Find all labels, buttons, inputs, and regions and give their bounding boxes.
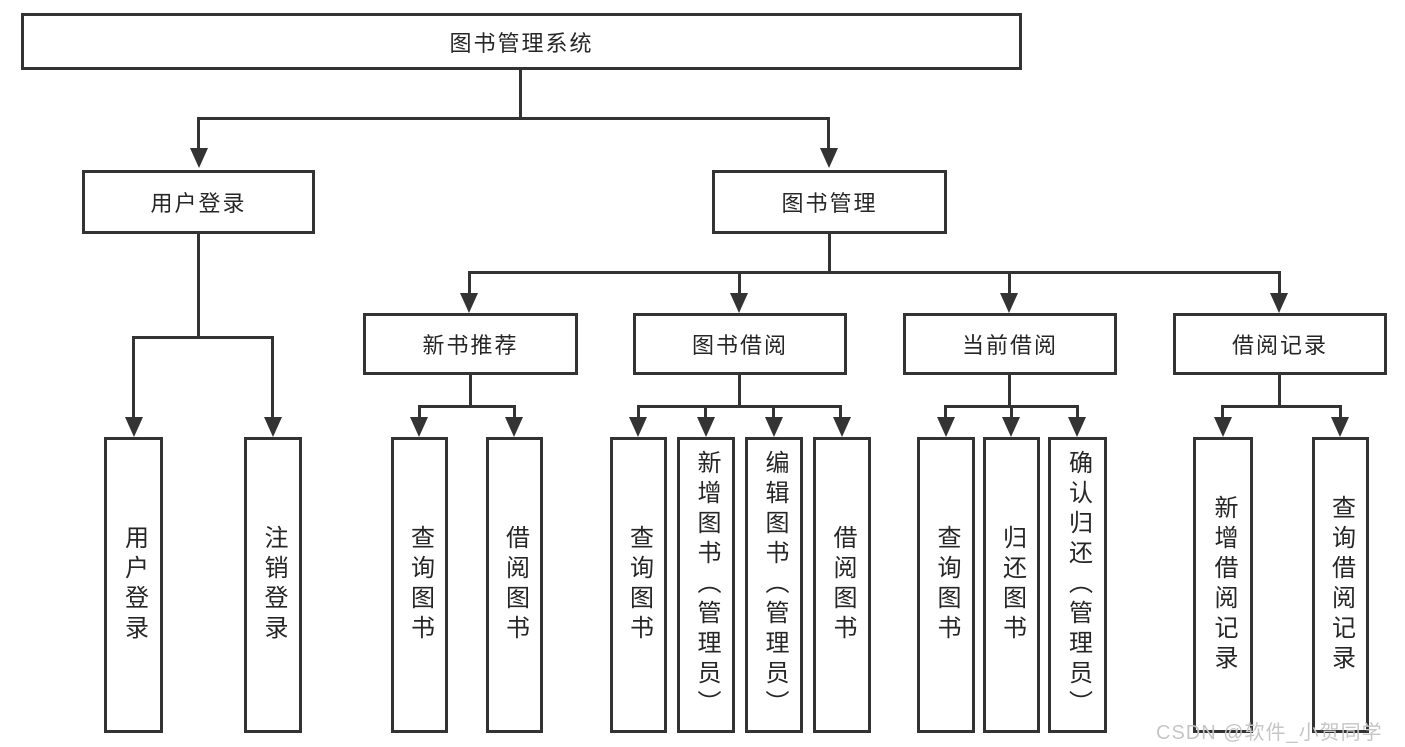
leaf-label: 查询图书 — [625, 525, 653, 645]
leaf-label: 新增图书（管理员） — [693, 450, 720, 720]
connector-line — [197, 117, 200, 148]
node-new-book-recommendation: 新书推荐 — [363, 313, 578, 375]
node-book-management: 图书管理 — [712, 170, 947, 234]
connector-line — [637, 405, 640, 417]
connector-line — [418, 405, 516, 408]
arrow-down-icon — [1270, 293, 1288, 313]
arrow-down-icon — [820, 148, 838, 168]
leaf-label: 归还图书 — [998, 525, 1026, 645]
leaf-label: 新增借阅记录 — [1210, 495, 1237, 675]
leaf-label: 借阅图书 — [829, 525, 856, 645]
connector-line — [1278, 375, 1281, 405]
arrow-down-icon — [460, 293, 478, 313]
node-label: 用户登录 — [150, 191, 247, 216]
leaf-query-books-current: 查询图书 — [917, 437, 975, 733]
arrow-down-icon — [1000, 293, 1018, 313]
connector-line — [132, 336, 274, 339]
arrow-down-icon — [1068, 417, 1086, 437]
leaf-label: 查询借阅记录 — [1327, 495, 1355, 675]
arrow-down-icon — [833, 417, 851, 437]
connector-line — [271, 336, 274, 417]
connector-line — [1278, 271, 1281, 293]
connector-line — [772, 405, 775, 417]
connector-line — [1008, 375, 1011, 405]
connector-line — [418, 405, 421, 417]
leaf-add-books-admin: 新增图书（管理员） — [677, 437, 735, 733]
arrow-down-icon — [1331, 417, 1349, 437]
node-user-login: 用户登录 — [82, 170, 315, 234]
connector-line — [519, 70, 522, 117]
leaf-add-borrow-record: 新增借阅记录 — [1193, 437, 1253, 733]
arrow-down-icon — [1214, 417, 1232, 437]
arrow-down-icon — [125, 417, 143, 437]
arrow-down-icon — [1002, 417, 1020, 437]
connector-line — [197, 117, 830, 120]
connector-line — [468, 271, 471, 293]
connector-line — [513, 405, 516, 417]
leaf-label: 查询图书 — [933, 525, 960, 645]
node-current-borrowing: 当前借阅 — [903, 313, 1117, 375]
leaf-label: 借阅图书 — [501, 525, 529, 645]
leaf-user-login: 用户登录 — [104, 437, 163, 733]
leaf-label: 注销登录 — [260, 525, 287, 645]
arrow-down-icon — [765, 417, 783, 437]
connector-line — [738, 271, 741, 293]
arrow-down-icon — [410, 417, 428, 437]
connector-line — [738, 375, 741, 405]
leaf-label: 确认归还（管理员） — [1064, 450, 1092, 720]
arrow-down-icon — [937, 417, 955, 437]
connector-line — [1008, 271, 1011, 293]
connector-line — [1010, 405, 1013, 417]
leaf-query-borrow-record: 查询借阅记录 — [1312, 437, 1369, 733]
connector-line — [827, 117, 830, 148]
leaf-confirm-return-admin: 确认归还（管理员） — [1048, 437, 1107, 733]
connector-line — [839, 405, 842, 417]
connector-line — [1339, 405, 1342, 417]
connector-line — [944, 405, 947, 417]
connector-line — [132, 336, 135, 417]
leaf-query-books-recommend: 查询图书 — [391, 437, 448, 733]
node-label: 借阅记录 — [1231, 333, 1328, 358]
leaf-borrow-books: 借阅图书 — [813, 437, 871, 733]
node-label: 图书借阅 — [691, 333, 788, 358]
connector-line — [468, 271, 1281, 274]
leaf-label: 编辑图书（管理员） — [761, 450, 788, 720]
connector-line — [704, 405, 707, 417]
arrow-down-icon — [730, 293, 748, 313]
arrow-down-icon — [190, 148, 208, 168]
connector-line — [637, 405, 842, 408]
leaf-label: 查询图书 — [406, 525, 434, 645]
leaf-edit-books-admin: 编辑图书（管理员） — [745, 437, 803, 733]
connector-line — [1221, 405, 1341, 408]
node-label: 当前借阅 — [961, 333, 1058, 358]
leaf-logout: 注销登录 — [244, 437, 302, 733]
connector-line — [1076, 405, 1079, 417]
watermark: CSDN @软件_小贺同学 — [1156, 722, 1383, 744]
arrow-down-icon — [697, 417, 715, 437]
connector-line — [197, 234, 200, 336]
node-borrowing-records: 借阅记录 — [1173, 313, 1387, 375]
node-label: 新书推荐 — [422, 333, 519, 358]
leaf-query-books-borrow: 查询图书 — [610, 437, 667, 733]
arrow-down-icon — [264, 417, 282, 437]
node-label: 图书管理 — [781, 191, 878, 216]
node-book-borrowing: 图书借阅 — [633, 313, 847, 375]
connector-line — [828, 234, 831, 271]
arrow-down-icon — [505, 417, 523, 437]
arrow-down-icon — [629, 417, 647, 437]
connector-line — [1221, 405, 1224, 417]
node-library-management-system: 图书管理系统 — [21, 13, 1022, 70]
leaf-borrow-books-recommend: 借阅图书 — [486, 437, 543, 733]
connector-line — [469, 375, 472, 405]
node-label: 图书管理系统 — [449, 30, 594, 56]
leaf-label: 用户登录 — [120, 525, 148, 645]
leaf-return-books: 归还图书 — [983, 437, 1040, 733]
